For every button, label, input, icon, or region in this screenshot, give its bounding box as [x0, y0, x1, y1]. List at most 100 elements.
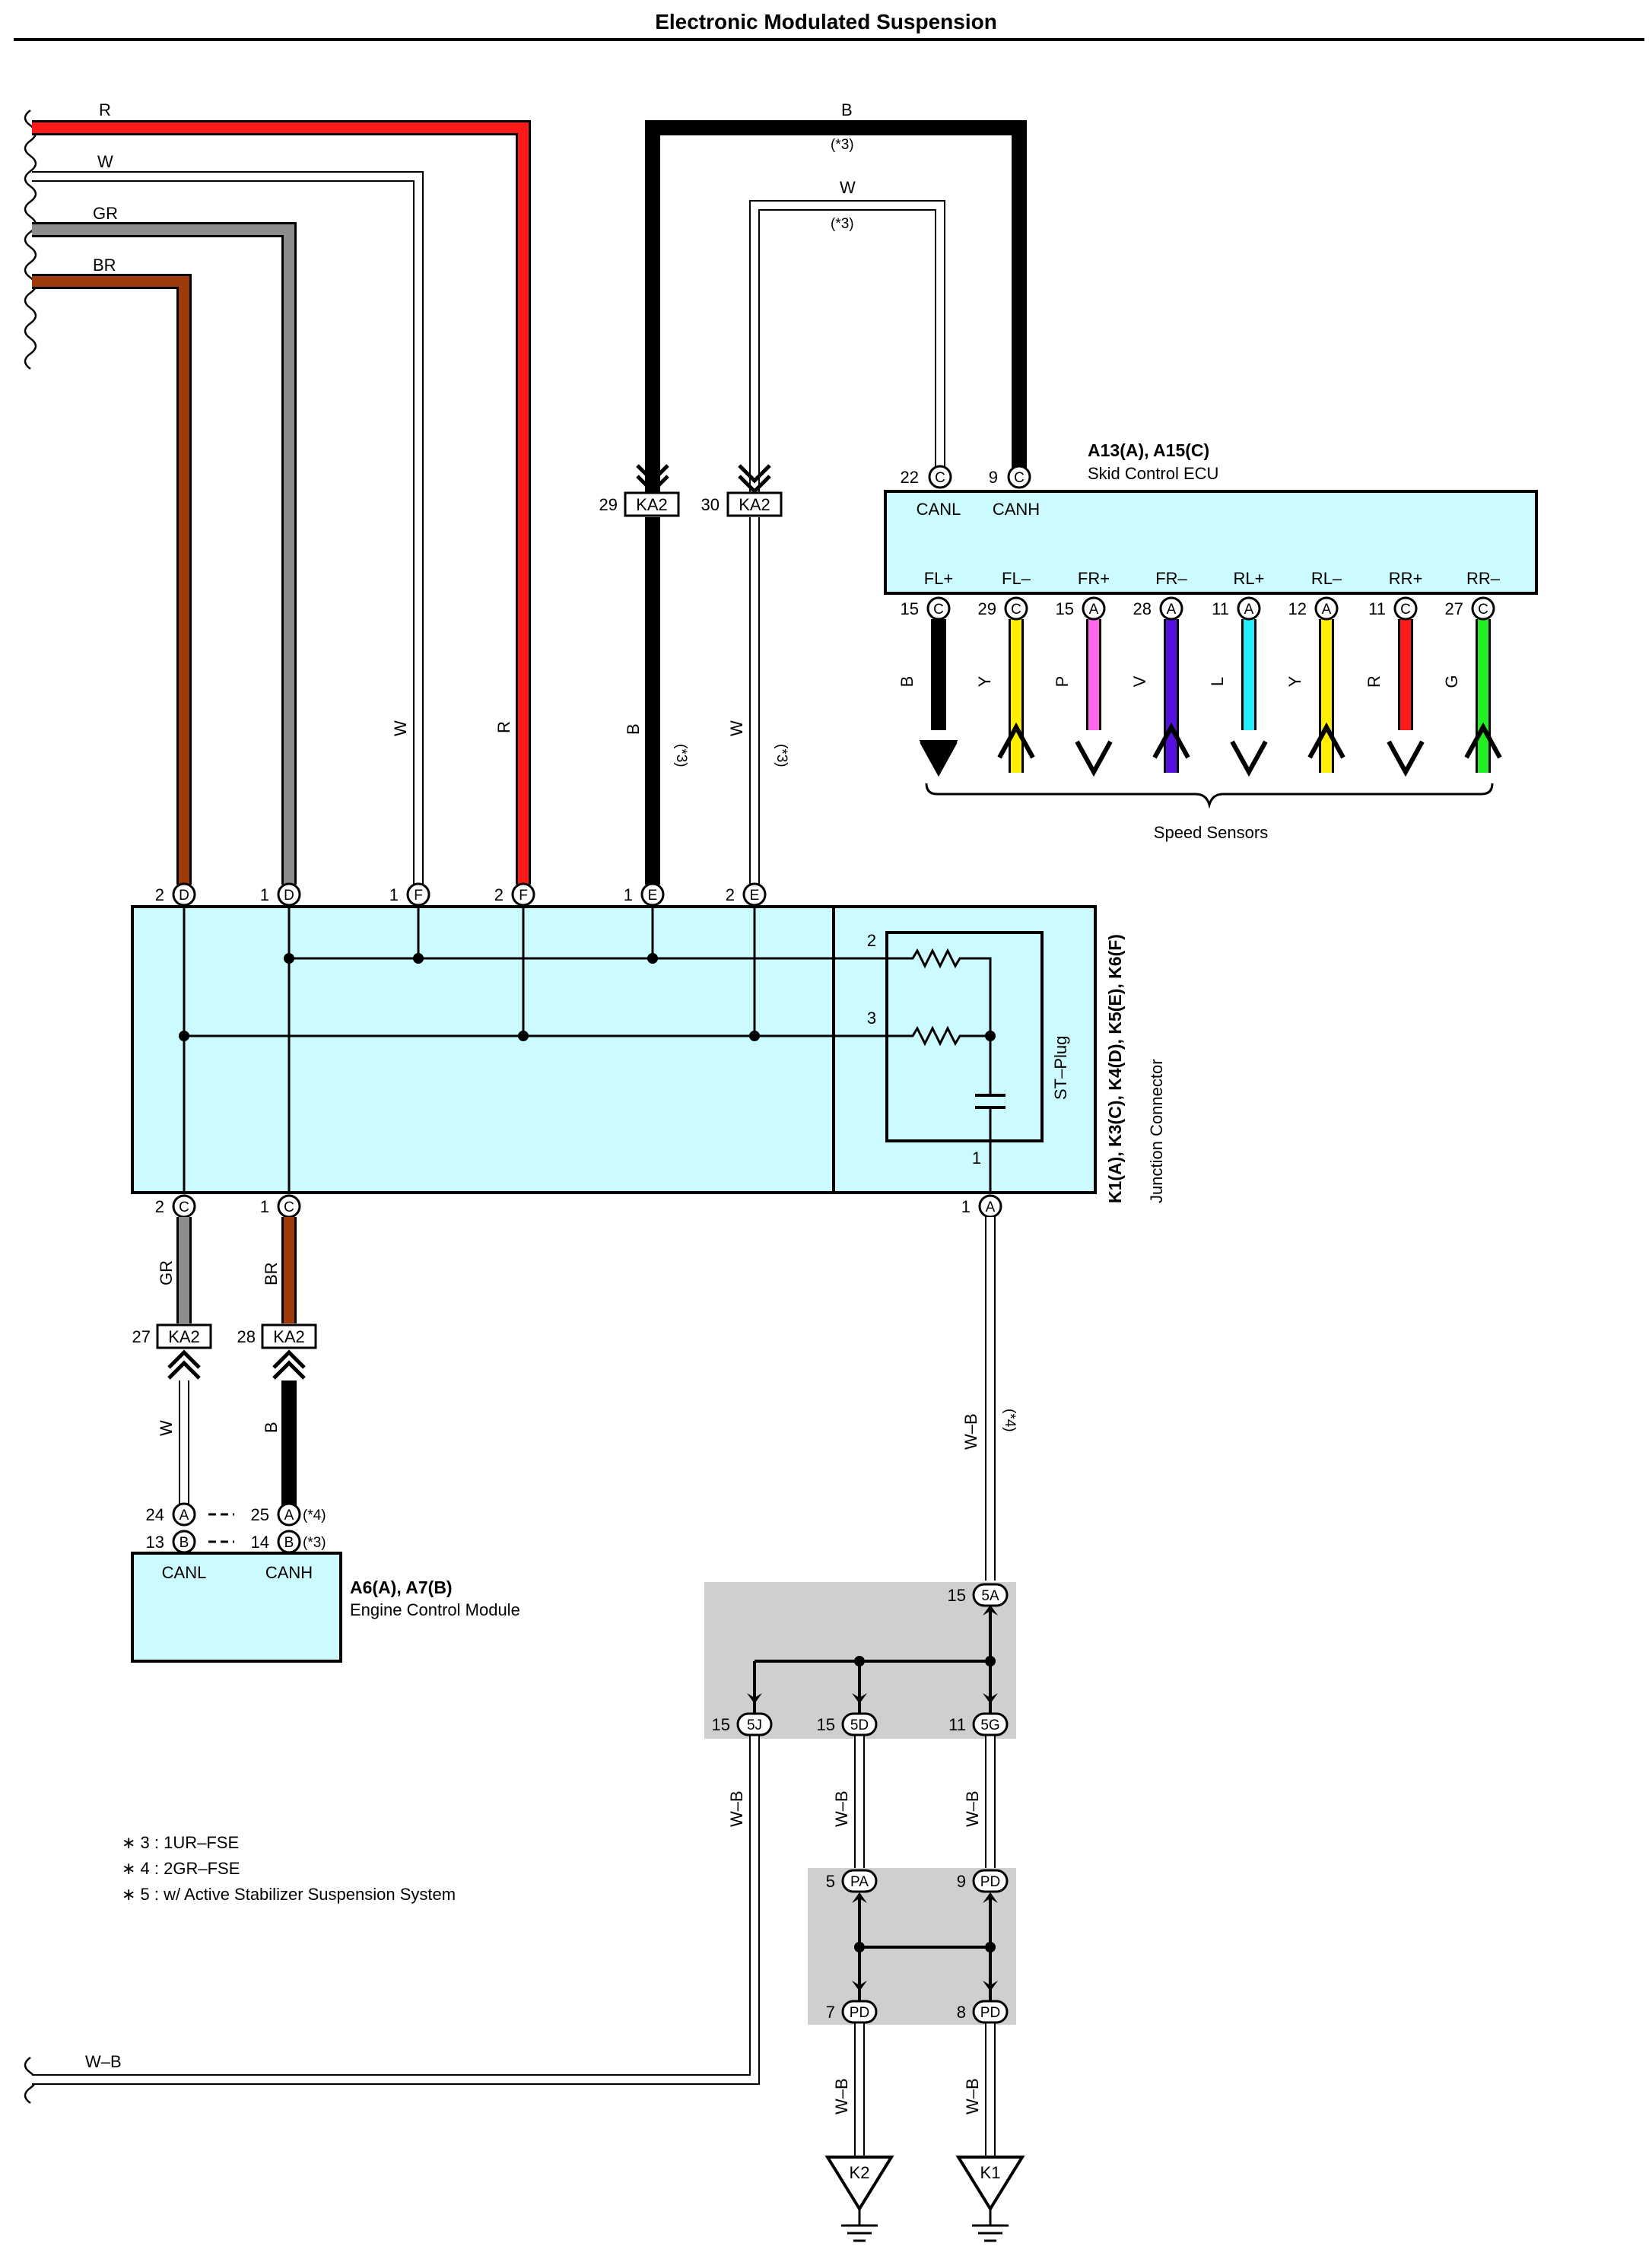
wire-label-br-lower: BR [262, 1262, 281, 1285]
svg-text:C: C [935, 470, 945, 486]
svg-text:11: 11 [1212, 599, 1229, 618]
jc-internal-pin-2: 2 [867, 931, 876, 950]
skid-control-ecu: A13(A), A15(C) Skid Control ECU C 22 C 9… [884, 440, 1538, 595]
svg-text:C: C [284, 1199, 294, 1215]
svg-text:F: F [414, 888, 423, 904]
svg-text:15: 15 [712, 1715, 730, 1734]
svg-text:F: F [519, 888, 528, 904]
ka2-connector-27: KA2 27 [132, 1323, 212, 1380]
svg-text:PA: PA [850, 1874, 869, 1890]
jc-code: K1(A), K3(C), K4(D), K5(E), K6(F) [1105, 934, 1125, 1203]
sensor-wire-label: V [1130, 675, 1149, 687]
svg-text:15: 15 [901, 599, 919, 618]
svg-text:1: 1 [260, 1197, 269, 1216]
svg-text:15: 15 [817, 1715, 835, 1734]
ka2-30-pin: 30 [701, 495, 720, 514]
sensor-wire-label: G [1442, 675, 1461, 688]
ecm-canh: CANH [265, 1563, 313, 1582]
wire-label-w-top: W [840, 178, 856, 197]
svg-text:28: 28 [237, 1327, 256, 1346]
speed-sensors-brace [925, 783, 1494, 809]
svg-text:27: 27 [1445, 599, 1463, 618]
ground-k1: K1 [955, 2156, 1025, 2242]
jc-top-pin-2F: F2 [494, 882, 535, 907]
ecu-terminal-label: RR+ [1389, 569, 1423, 588]
svg-text:KA2: KA2 [273, 1327, 305, 1346]
svg-text:27: 27 [132, 1327, 151, 1346]
svg-text:KA2: KA2 [168, 1327, 200, 1346]
svg-text:14: 14 [251, 1533, 269, 1552]
svg-text:1: 1 [389, 885, 399, 904]
svg-text:5: 5 [826, 1872, 835, 1891]
wire-label-b-lower: B [262, 1422, 281, 1433]
svg-text:E: E [750, 888, 760, 904]
vlabel-w2-note: (*3) [774, 744, 789, 767]
svg-text:29: 29 [978, 599, 996, 618]
svg-text:D: D [284, 888, 294, 904]
wire-r-top [32, 120, 531, 885]
ecu-terminal-label: RL– [1311, 569, 1342, 588]
ecu-terminal-label: FL– [1002, 569, 1031, 588]
ecu-pin-FL–: C29 [978, 596, 1028, 621]
svg-text:28: 28 [1133, 599, 1152, 618]
wire-label-wb-k1: W–B [963, 2078, 982, 2114]
junction-pin-PD-7: PD7 [826, 2000, 878, 2024]
junction-pin-PA-5: PA 5 [826, 1869, 878, 1893]
jc-bottom-pin-2C: C2 [155, 1194, 196, 1218]
svg-text:D: D [179, 888, 189, 904]
wire-b-top [645, 120, 1027, 502]
ecu-terminal-label: FL+ [924, 569, 954, 588]
jc-top-pin-1D: D1 [260, 882, 301, 907]
ka2-connector-29: KA2 29 [599, 464, 680, 517]
svg-text:C: C [179, 1199, 189, 1215]
jc-bottom-pin-1A: A1 [961, 1194, 1002, 1218]
skid-ecu-pin-canl: C 22 [901, 465, 952, 489]
svg-text:A: A [1322, 602, 1332, 618]
svg-text:A: A [179, 1508, 189, 1523]
wire-break-marks [24, 109, 37, 2105]
svg-text:5J: 5J [747, 1717, 762, 1733]
svg-text:9: 9 [989, 468, 998, 487]
svg-text:11: 11 [948, 1715, 966, 1734]
ecm-pin-13: B 13 [146, 1530, 196, 1554]
svg-text:2: 2 [155, 1197, 164, 1216]
wire-label-wb-note: (*4) [1002, 1409, 1018, 1432]
ecu-terminal-label: RL+ [1234, 569, 1265, 588]
jc-internal-pin-3: 3 [867, 1009, 876, 1028]
wire-label-w-lower: W [157, 1420, 176, 1436]
svg-text:13: 13 [146, 1533, 164, 1552]
svg-text:2: 2 [155, 885, 164, 904]
ecu-pin-FL+: C15 [901, 596, 951, 621]
svg-text:11: 11 [1368, 599, 1386, 618]
svg-text:E: E [648, 888, 658, 904]
vlabel-w2: W [727, 720, 746, 736]
sensor-wire-label: L [1208, 677, 1227, 686]
wire-label-wb-5d: W–B [832, 1790, 851, 1827]
svg-text:A: A [1167, 602, 1177, 618]
ka2-30-name: KA2 [739, 495, 770, 514]
wire-label-gr: GR [93, 204, 118, 223]
ecu-terminal-label: FR+ [1078, 569, 1110, 588]
jc-top-pin-2D: D2 [155, 882, 196, 907]
sensor-wire-label: B [897, 676, 917, 688]
svg-text:5A: 5A [981, 1588, 999, 1604]
wire-label-w: W [97, 152, 113, 171]
svg-text:K1: K1 [980, 2163, 1001, 2182]
ka2-29-name: KA2 [636, 495, 668, 514]
sensor-wire-label: Y [1285, 675, 1304, 687]
wire-label-wb-5g: W–B [963, 1790, 982, 1827]
svg-text:(*3): (*3) [303, 1535, 326, 1551]
junction-pin-PD-9: PD9 [957, 1869, 1009, 1893]
wire-label-gr-lower: GR [157, 1260, 176, 1285]
ecu-pin-FR–: A 28 [1133, 596, 1183, 621]
ka2-29-pin: 29 [599, 495, 618, 514]
sensor-wire-label: P [1053, 676, 1072, 688]
ecu-terminal-label: FR– [1155, 569, 1187, 588]
page-title: Electronic Modulated Suspension [655, 10, 997, 33]
